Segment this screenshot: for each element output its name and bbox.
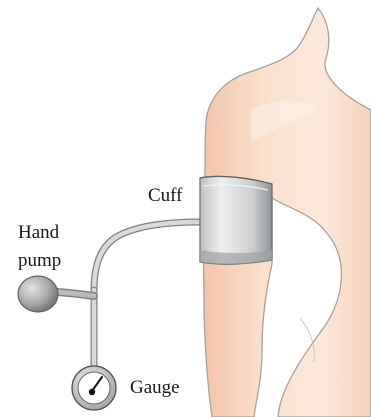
- hand-pump-label-line1: Hand: [18, 222, 59, 244]
- cuff-tube-fill: [94, 222, 200, 290]
- cuff: [200, 176, 272, 264]
- cuff-label: Cuff: [148, 185, 182, 207]
- gauge-label: Gauge: [130, 377, 180, 399]
- hand-pump-label-line2: pump: [18, 250, 61, 272]
- hand-pump-bulb: [18, 276, 58, 312]
- cuff-tube: [94, 222, 200, 290]
- gauge-needle-hub: [89, 389, 95, 395]
